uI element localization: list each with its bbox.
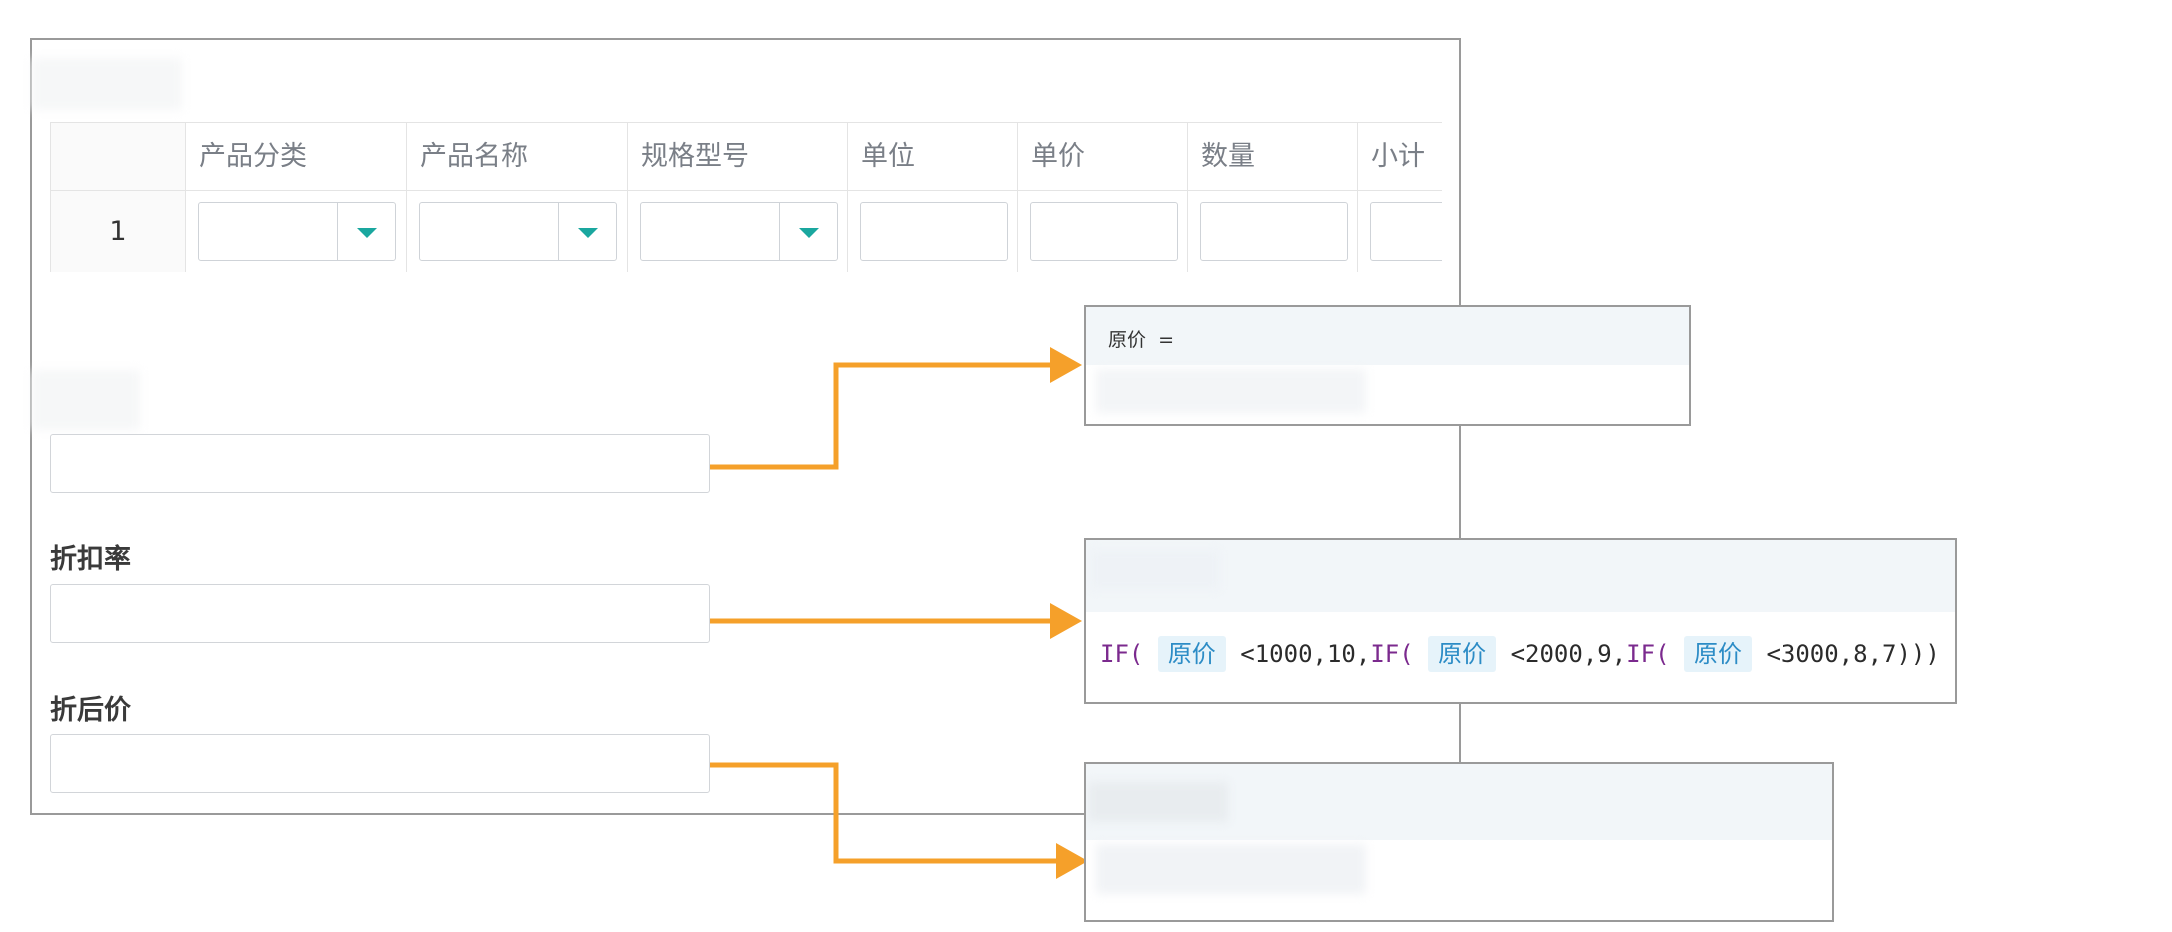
formula-reference: 原价 — [1683, 636, 1752, 672]
formula-expression: IF( 原价 <1000,10,IF( 原价 <2000,9,IF( 原价 <3… — [1100, 634, 1940, 672]
formula-box-original-price: 原价 = — [1084, 305, 1691, 426]
blurred-formula-title — [1090, 550, 1220, 590]
original-price-field[interactable] — [50, 434, 710, 493]
arrow-head — [1050, 603, 1082, 639]
table-cell-product-name — [407, 191, 628, 272]
formula-function: IF( — [1626, 640, 1670, 668]
arrow-head — [1050, 347, 1082, 383]
table-cell-category — [186, 191, 407, 272]
formula-operand: <1000,10, — [1240, 640, 1371, 668]
formula-operand: <2000,9, — [1510, 640, 1627, 668]
dropdown-button[interactable] — [779, 203, 837, 260]
discounted-price-field[interactable] — [50, 734, 710, 793]
table-cell-quantity — [1188, 191, 1358, 272]
table-header-subtotal: 小计 — [1358, 123, 1442, 191]
formula-field-name: 原价 — [1108, 329, 1147, 351]
caret-down-icon — [798, 227, 819, 238]
table-header-index — [51, 123, 186, 191]
discount-rate-field[interactable] — [50, 584, 710, 643]
product-name-select[interactable] — [419, 202, 617, 261]
table-header-quantity: 数量 — [1188, 123, 1358, 191]
arrow-discounted-price — [710, 762, 1060, 864]
formula-function: IF( — [1370, 640, 1414, 668]
caret-down-icon — [577, 227, 598, 238]
quantity-input[interactable] — [1200, 202, 1348, 261]
dropdown-button[interactable] — [337, 203, 395, 260]
dropdown-button[interactable] — [558, 203, 616, 260]
table-header-unit: 单位 — [848, 123, 1018, 191]
formula-header-band — [1086, 540, 1955, 612]
blurred-section-title — [32, 58, 182, 110]
formula-box-discount-rate: IF( 原价 <1000,10,IF( 原价 <2000,9,IF( 原价 <3… — [1084, 538, 1957, 704]
discounted-price-label: 折后价 — [50, 695, 131, 726]
formula-reference: 原价 — [1428, 636, 1497, 672]
blurred-formula-content — [1096, 844, 1366, 894]
table-header-product-name: 产品名称 — [407, 123, 628, 191]
unit-price-input[interactable] — [1030, 202, 1178, 261]
unit-input[interactable] — [860, 202, 1008, 261]
table-header-category: 产品分类 — [186, 123, 407, 191]
blurred-formula-content — [1096, 369, 1366, 413]
caret-down-icon — [356, 227, 377, 238]
arrow-head — [1056, 843, 1088, 879]
spec-model-select[interactable] — [640, 202, 838, 261]
formula-function: IF( — [1100, 640, 1144, 668]
category-select[interactable] — [198, 202, 396, 261]
blurred-formula-title — [1088, 782, 1228, 822]
table-cell-unit-price — [1018, 191, 1188, 272]
formula-header-band — [1086, 307, 1689, 365]
table-cell-subtotal — [1358, 191, 1442, 272]
formula-reference: 原价 — [1157, 636, 1226, 672]
table-cell-unit — [848, 191, 1018, 272]
table-row-index: 1 — [51, 191, 186, 272]
table-header-unit-price: 单价 — [1018, 123, 1188, 191]
formula-box-discounted-price — [1084, 762, 1834, 922]
table-cell-spec-model — [628, 191, 848, 272]
subtotal-input[interactable] — [1370, 202, 1442, 261]
formula-operand: <3000,8,7))) — [1766, 640, 1940, 668]
blurred-field-label — [32, 370, 140, 430]
product-table: 产品分类 产品名称 规格型号 单位 单价 数量 小计 1 — [50, 122, 1442, 272]
formula-title: 原价 = — [1108, 325, 1174, 352]
discount-rate-label: 折扣率 — [50, 544, 131, 575]
table-header-spec-model: 规格型号 — [628, 123, 848, 191]
arrow-original-price — [710, 362, 1056, 470]
formula-equals: = — [1158, 329, 1174, 351]
